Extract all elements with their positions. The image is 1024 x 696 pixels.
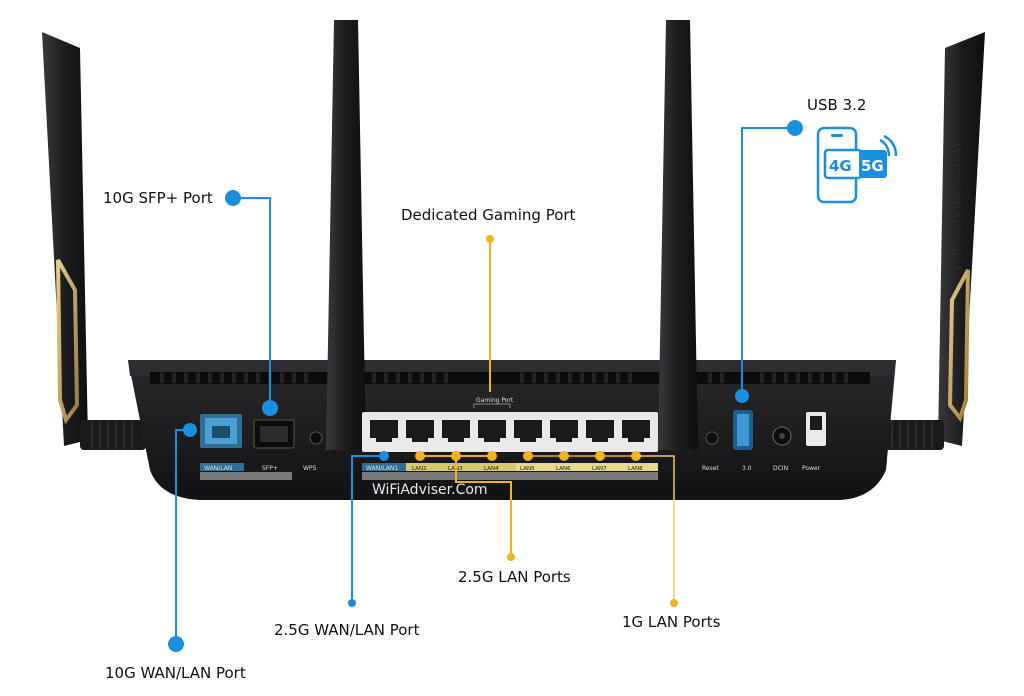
- reset-button: [705, 431, 719, 445]
- dc-in-port: [772, 426, 792, 446]
- callout-lines: [168, 120, 803, 652]
- wanlan25-callout-line: [348, 451, 389, 607]
- center-left-antenna: [326, 20, 366, 450]
- badge-4g-text: 4G: [829, 157, 852, 175]
- gaming-port-bracket: Gaming Port: [473, 397, 514, 408]
- wanlan1-label: WAN/LAN1: [366, 465, 398, 472]
- lan8-label: LAN8: [628, 466, 643, 472]
- lan-1g-label-bg: [516, 463, 658, 471]
- lan4-label: LAN4: [484, 466, 499, 472]
- usb-callout-line: [735, 120, 803, 403]
- watermark-bottom: WiFiAdviser.Com: [372, 482, 488, 498]
- port-info-strip: [362, 472, 658, 480]
- badge-5g-text: 5G: [861, 157, 884, 175]
- watermark-vertical: WiFiAdviser.com: [945, 142, 965, 273]
- callout-lan25: 2.5G LAN Ports: [458, 568, 571, 586]
- center-right-antenna: [658, 20, 698, 450]
- lan6-label: LAN6: [556, 466, 571, 472]
- lan-25g-label-bg: [406, 463, 516, 471]
- sfp-label: SFP+: [262, 465, 278, 472]
- callout-gaming: Dedicated Gaming Port: [401, 206, 576, 224]
- left-info-strip: [200, 472, 292, 480]
- left-side-antenna: [42, 32, 146, 450]
- wan-10g-port: [200, 414, 242, 448]
- wps-label: WPS: [303, 465, 317, 472]
- gaming-callout-line: [486, 235, 494, 392]
- dcin-label: DCIN: [773, 465, 788, 472]
- wan10g-callout-line: [168, 423, 197, 652]
- power-label: Power: [802, 465, 821, 472]
- callout-lan1g: 1G LAN Ports: [622, 613, 721, 631]
- lan25-callout-line: [415, 451, 515, 561]
- lan7-label: LAN7: [592, 466, 607, 472]
- cellular-badge: 4G 5G: [816, 126, 898, 204]
- callout-sfp: 10G SFP+ Port: [103, 189, 213, 207]
- right-side-antenna: [878, 32, 985, 450]
- wanlan-label: WAN/LAN: [204, 465, 232, 472]
- wanlan-label-bg: [200, 463, 244, 471]
- lan5-label: LAN5: [520, 466, 535, 472]
- lan1g-callout-line: [523, 451, 678, 607]
- usb-port: [733, 410, 753, 450]
- power-switch: [806, 412, 826, 446]
- callout-usb: USB 3.2: [807, 96, 867, 114]
- gaming-port-label: Gaming Port: [476, 397, 514, 404]
- wanlan1-label-bg: [362, 463, 406, 471]
- ethernet-port-block: [362, 412, 658, 452]
- usb-label: 3.0: [742, 465, 752, 472]
- reset-label: Reset: [702, 465, 719, 472]
- lan2-label: LAN2: [412, 466, 427, 472]
- callout-wanlan25: 2.5G WAN/LAN Port: [274, 621, 420, 639]
- callout-wan10g: 10G WAN/LAN Port: [105, 664, 246, 682]
- sfp-callout-line: [225, 190, 278, 416]
- wps-button: [309, 431, 323, 445]
- sfp-port: [253, 419, 295, 449]
